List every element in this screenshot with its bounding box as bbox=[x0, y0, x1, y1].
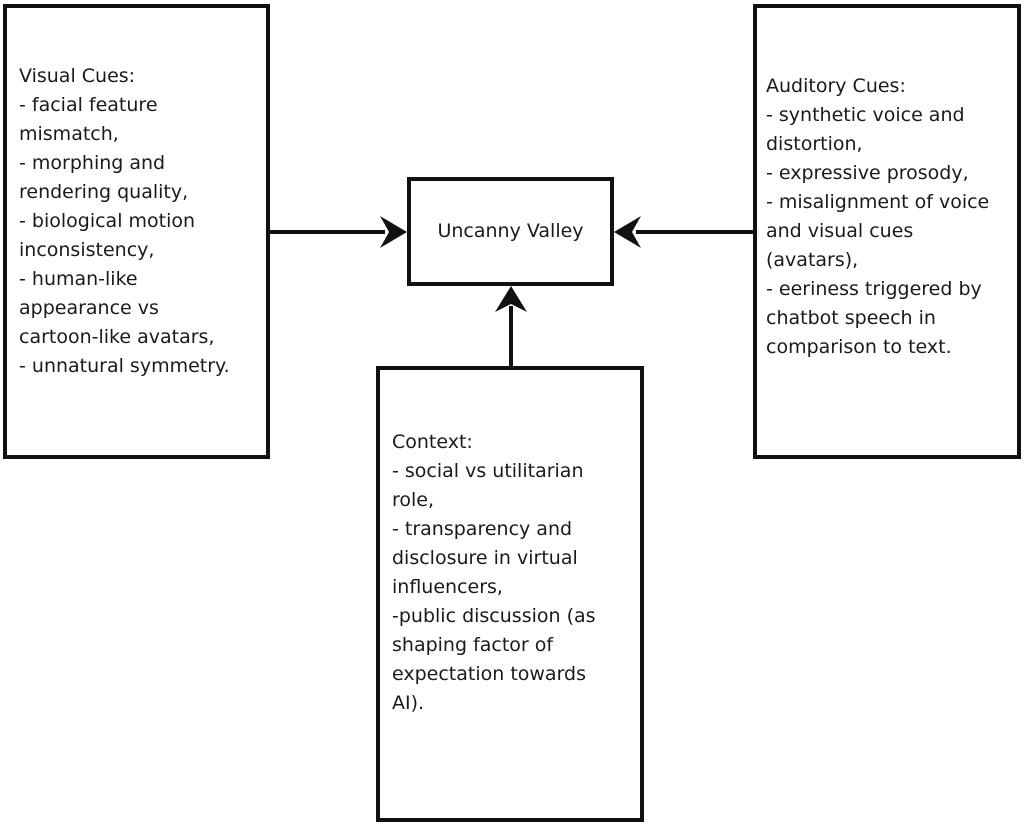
visual-cues-line: rendering quality, bbox=[19, 181, 189, 203]
auditory-cues-line: chatbot speech in bbox=[766, 307, 936, 329]
context-line: expectation towards bbox=[392, 663, 587, 685]
auditory-cues-line: and visual cues bbox=[766, 220, 914, 242]
auditory-cues-line: - misalignment of voice bbox=[766, 191, 990, 213]
visual-cues-line: - biological motion bbox=[19, 210, 196, 232]
visual-cues-heading: Visual Cues: bbox=[19, 65, 136, 87]
auditory-cues-heading: Auditory Cues: bbox=[766, 75, 906, 97]
arrow-auditory-to-center-head bbox=[614, 216, 641, 248]
arrow-visual-to-center-head bbox=[380, 216, 407, 248]
context-heading: Context: bbox=[392, 431, 473, 453]
visual-cues-line: - morphing and bbox=[19, 152, 166, 174]
auditory-cues-line: distortion, bbox=[766, 133, 863, 155]
context-line: - transparency and bbox=[392, 518, 573, 540]
visual-cues-line: cartoon-like avatars, bbox=[19, 326, 215, 348]
visual-cues-box: Visual Cues: - facial feature mismatch, … bbox=[3, 4, 270, 459]
visual-cues-line: - unnatural symmetry. bbox=[19, 355, 230, 377]
auditory-cues-line: (avatars), bbox=[766, 249, 859, 271]
context-line: disclosure in virtual bbox=[392, 547, 578, 569]
auditory-cues-line: - eeriness triggered by bbox=[766, 278, 982, 300]
visual-cues-line: appearance vs bbox=[19, 297, 159, 319]
context-line: role, bbox=[392, 489, 435, 511]
visual-cues-line: - human-like bbox=[19, 268, 138, 290]
uncanny-valley-label: Uncanny Valley bbox=[437, 220, 584, 242]
context-line: AI). bbox=[392, 692, 425, 714]
auditory-cues-line: comparison to text. bbox=[766, 336, 952, 358]
auditory-cues-line: - synthetic voice and bbox=[766, 104, 965, 126]
visual-cues-line: inconsistency, bbox=[19, 239, 155, 261]
context-line: shaping factor of bbox=[392, 634, 554, 656]
context-text: Context: - social vs utilitarian role, -… bbox=[392, 428, 596, 718]
context-box: Context: - social vs utilitarian role, -… bbox=[376, 366, 644, 822]
visual-cues-line: mismatch, bbox=[19, 123, 119, 145]
context-line: - social vs utilitarian bbox=[392, 460, 584, 482]
context-line: -public discussion (as bbox=[392, 605, 596, 627]
uncanny-valley-box: Uncanny Valley bbox=[407, 177, 614, 286]
auditory-cues-text: Auditory Cues: - synthetic voice and dis… bbox=[766, 72, 989, 362]
visual-cues-text: Visual Cues: - facial feature mismatch, … bbox=[19, 62, 230, 381]
auditory-cues-line: - expressive prosody, bbox=[766, 162, 969, 184]
context-line: influencers, bbox=[392, 576, 503, 598]
visual-cues-line: - facial feature bbox=[19, 94, 158, 116]
arrow-context-to-center-head bbox=[495, 286, 527, 312]
auditory-cues-box: Auditory Cues: - synthetic voice and dis… bbox=[753, 4, 1021, 459]
